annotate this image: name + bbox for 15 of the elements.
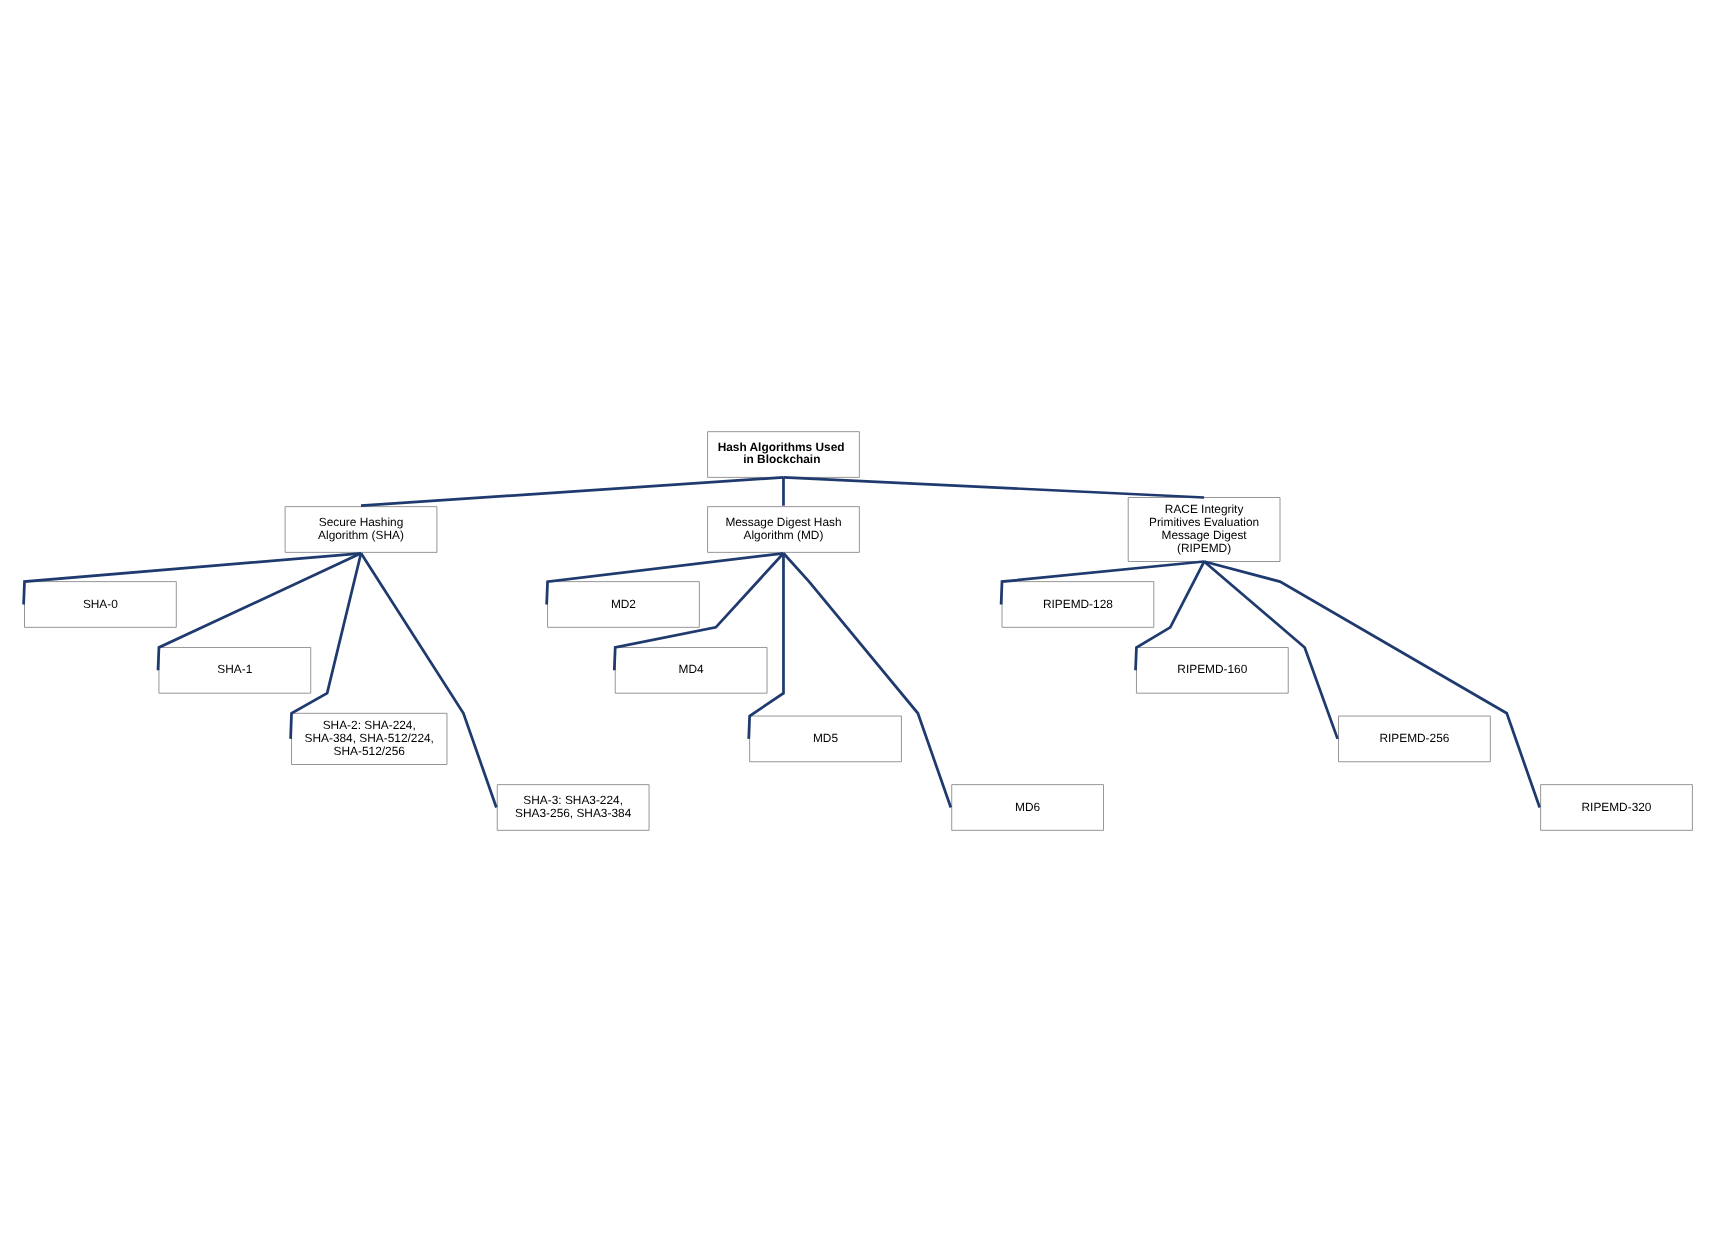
connector <box>156 551 362 670</box>
connector <box>782 476 785 505</box>
connector <box>359 551 498 807</box>
connector <box>1134 559 1206 670</box>
connector <box>999 559 1205 604</box>
connector <box>545 550 784 604</box>
connector <box>22 550 362 604</box>
connector <box>1203 559 1541 807</box>
connector <box>783 475 1205 498</box>
connector <box>360 475 784 507</box>
connector <box>289 551 363 738</box>
connector <box>1203 559 1339 739</box>
connector <box>782 551 953 807</box>
connector <box>747 552 785 738</box>
connector <box>612 551 785 670</box>
